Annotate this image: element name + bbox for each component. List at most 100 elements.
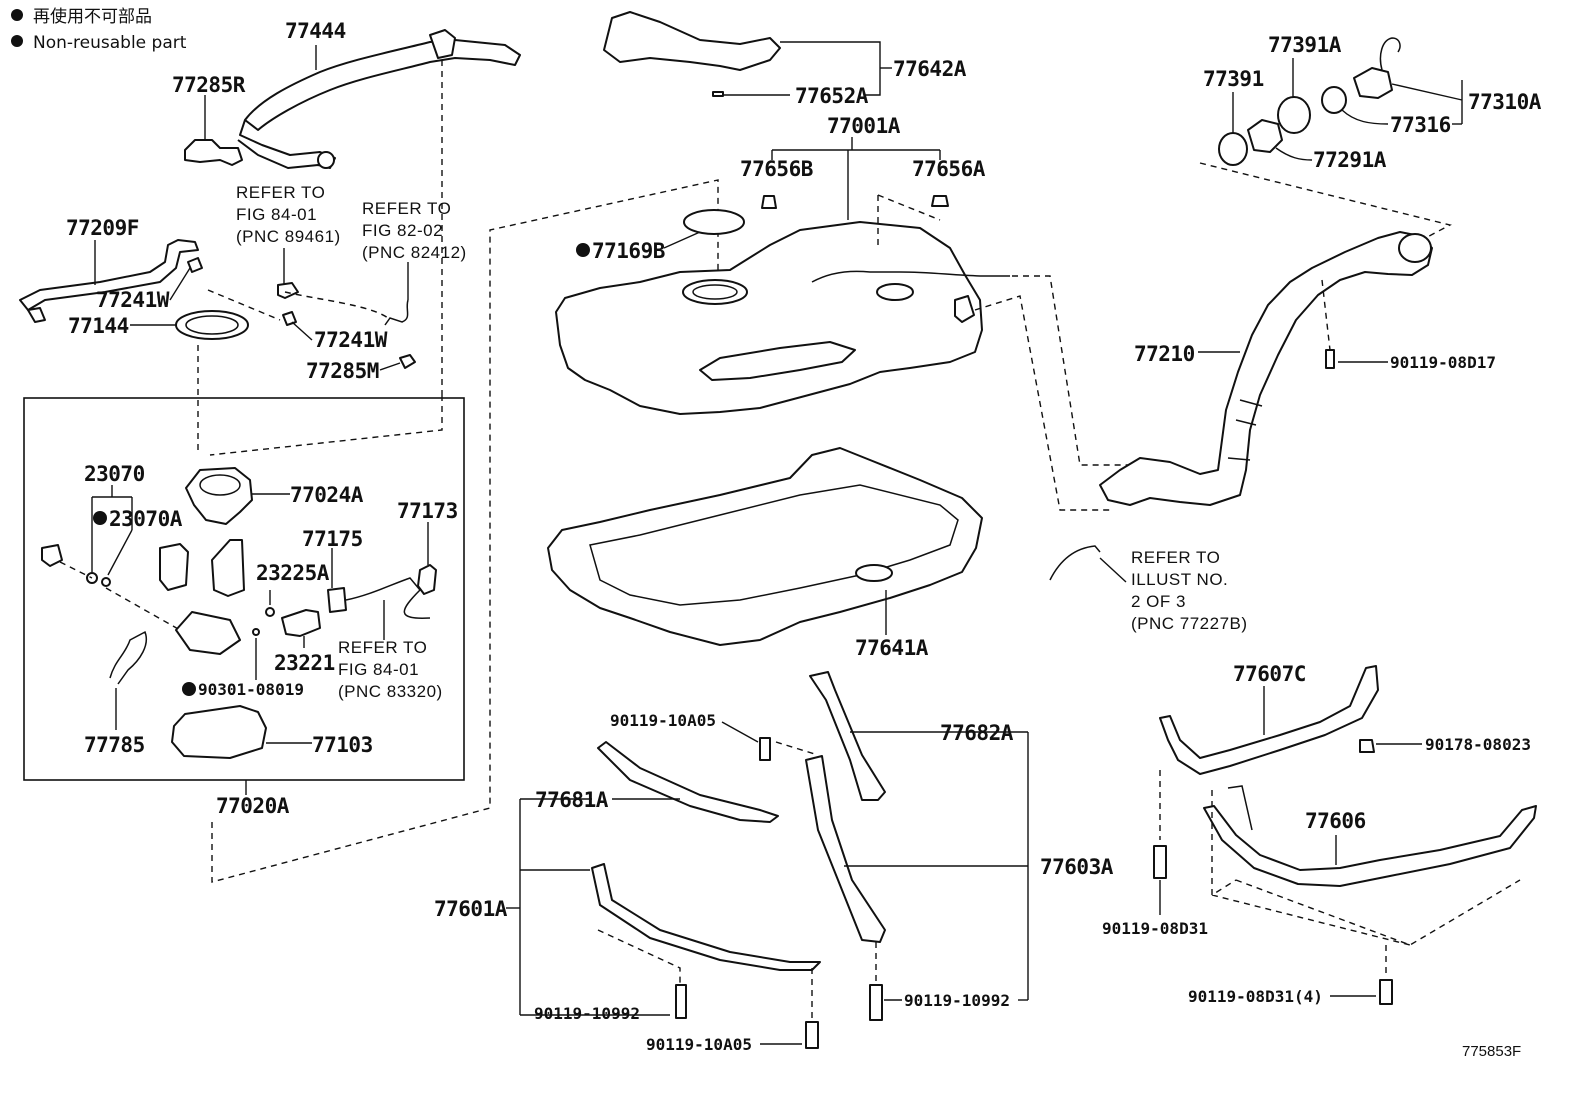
dash-guide-bands: [1211, 790, 1521, 946]
filler-pipe-group: 77210 90119-08D17 REFER TO ILLUST NO. 2 …: [1049, 231, 1496, 633]
label-77642A: 77642A: [893, 57, 967, 81]
pump-23221: [281, 609, 321, 637]
label-77169B: 77169B: [592, 239, 665, 263]
label-77681A: 77681A: [535, 788, 609, 812]
bolt-90119-10A05-bottom: [805, 1021, 819, 1049]
clip-77285M: 77285M: [306, 354, 416, 383]
refer-1-line-1: REFER TO: [236, 183, 325, 202]
ring-77316: [1321, 86, 1347, 114]
label-77241W-b: 77241W: [314, 328, 388, 352]
label-77241W-a: 77241W: [96, 288, 170, 312]
strap-77681A: [597, 741, 779, 823]
label-23225A: 23225A: [256, 561, 330, 585]
label-90301: 90301-08019: [198, 680, 304, 699]
clip-77241W-a-shape: [187, 257, 203, 273]
tray-77103: [171, 705, 267, 759]
clip-77241W-b: 77241W: [282, 311, 388, 352]
tank-protector-group: 77641A: [547, 447, 983, 660]
legend-english: Non-reusable part: [33, 33, 187, 53]
bolt-90119-10A05-top: [759, 737, 771, 761]
dash-guide-pipe: [1321, 279, 1331, 351]
non-reusable-dot-icon: [576, 243, 590, 257]
protector-77641A: [547, 447, 983, 646]
cap-77310A: [1353, 67, 1393, 99]
label-77316: 77316: [1390, 113, 1451, 137]
label-23070: 23070: [84, 462, 145, 486]
refer-1-line-3: (PNC 89461): [236, 227, 341, 246]
non-reusable-dot-icon: [11, 9, 23, 21]
bracket-77285R-shape: [184, 139, 243, 166]
bolt-90119-08D31-4: [1379, 979, 1393, 1005]
o-ring-23225A: [265, 607, 275, 617]
strap-77601A: [591, 863, 821, 971]
filler-pipe-bands: [1227, 399, 1263, 461]
wire-77175: [345, 577, 431, 619]
legend: 再使用不可部品 Non-reusable part: [11, 6, 187, 53]
refer-1-line-2: FIG 84-01: [236, 205, 317, 224]
harness-77785: [109, 630, 147, 685]
legend-japanese: 再使用不可部品: [33, 6, 152, 27]
dash-guide-long: [211, 179, 719, 883]
label-77209F: 77209F: [66, 216, 139, 240]
tube-77209F-shape: [19, 239, 199, 311]
label-77024A: 77024A: [290, 483, 364, 507]
filler-neck-top: [1398, 233, 1432, 263]
refer-4-line-1: REFER TO: [1131, 548, 1220, 567]
gasket-77144: 77144: [68, 310, 249, 340]
tank-inlet-port: [954, 295, 975, 323]
bands-group: 77607C 90178-08023 77606 90119-08D31 901…: [1102, 662, 1537, 1006]
pump-body-77024A: [185, 467, 253, 525]
protector-inner: [589, 484, 959, 606]
band-77606-bracket: [1227, 785, 1253, 831]
label-23221: 23221: [274, 651, 335, 675]
label-77144: 77144: [68, 314, 129, 338]
label-77656B: 77656B: [740, 157, 813, 181]
filter-shape-1: [159, 543, 189, 591]
refer-3-line-1: REFER TO: [338, 638, 427, 657]
connector-refer-1: [277, 282, 299, 299]
diagram-id: 775853F: [1462, 1043, 1521, 1060]
label-77001A: 77001A: [827, 114, 901, 138]
gasket-77144-inner: [185, 315, 239, 335]
dash-guide-tank-3: [1012, 275, 1130, 466]
label-90119-10A05-top: 90119-10A05: [610, 711, 716, 730]
dash-guide-tank-2: [877, 194, 941, 221]
leader-77310A: [1391, 83, 1463, 101]
label-77020A: 77020A: [216, 794, 290, 818]
label-77285M: 77285M: [306, 359, 379, 383]
dash-guide-strap-top: [775, 741, 819, 756]
label-77444: 77444: [285, 19, 346, 43]
label-77175: 77175: [302, 527, 363, 551]
label-77682A: 77682A: [940, 721, 1014, 745]
pump-body-top: [199, 474, 241, 496]
label-90119-08D31: 90119-08D31: [1102, 919, 1208, 938]
band-77606: [1203, 805, 1537, 887]
non-reusable-dot-icon: [11, 35, 23, 47]
label-77291A: 77291A: [1313, 148, 1387, 172]
leader-77291A: [1275, 147, 1313, 161]
pump-assembly-box: 23070 23070A 77024A 77173 77175 23225A: [23, 395, 465, 781]
heat-shield-77642A: [603, 11, 781, 71]
label-77652A: 77652A: [795, 84, 869, 108]
vent-tube-clamp: [317, 151, 335, 169]
nut-90178-08023: [1359, 739, 1375, 753]
label-77391A: 77391A: [1268, 33, 1342, 57]
fuel-tank-77001A: [555, 221, 983, 415]
dash-guide-2: [207, 289, 281, 321]
tank-valve: [876, 283, 914, 301]
seal-77391: [1218, 132, 1248, 166]
clip-left: [41, 544, 63, 567]
vent-tube-group: 77444: [237, 19, 521, 169]
cap-tether: [1379, 37, 1401, 71]
label-90178-08023: 90178-08023: [1425, 735, 1531, 754]
refer-2-line-1: REFER TO: [362, 199, 451, 218]
label-77103: 77103: [312, 733, 373, 757]
clip-77241W-a: 77241W: [96, 257, 203, 312]
bolt-90119-10992-left: [675, 984, 687, 1019]
non-reusable-dot-icon: [182, 682, 196, 696]
strap-77603A: [805, 755, 886, 943]
vent-tube-shape: [244, 39, 521, 131]
tiny-ring: [252, 628, 260, 636]
leader-23070-diag: [107, 529, 133, 576]
